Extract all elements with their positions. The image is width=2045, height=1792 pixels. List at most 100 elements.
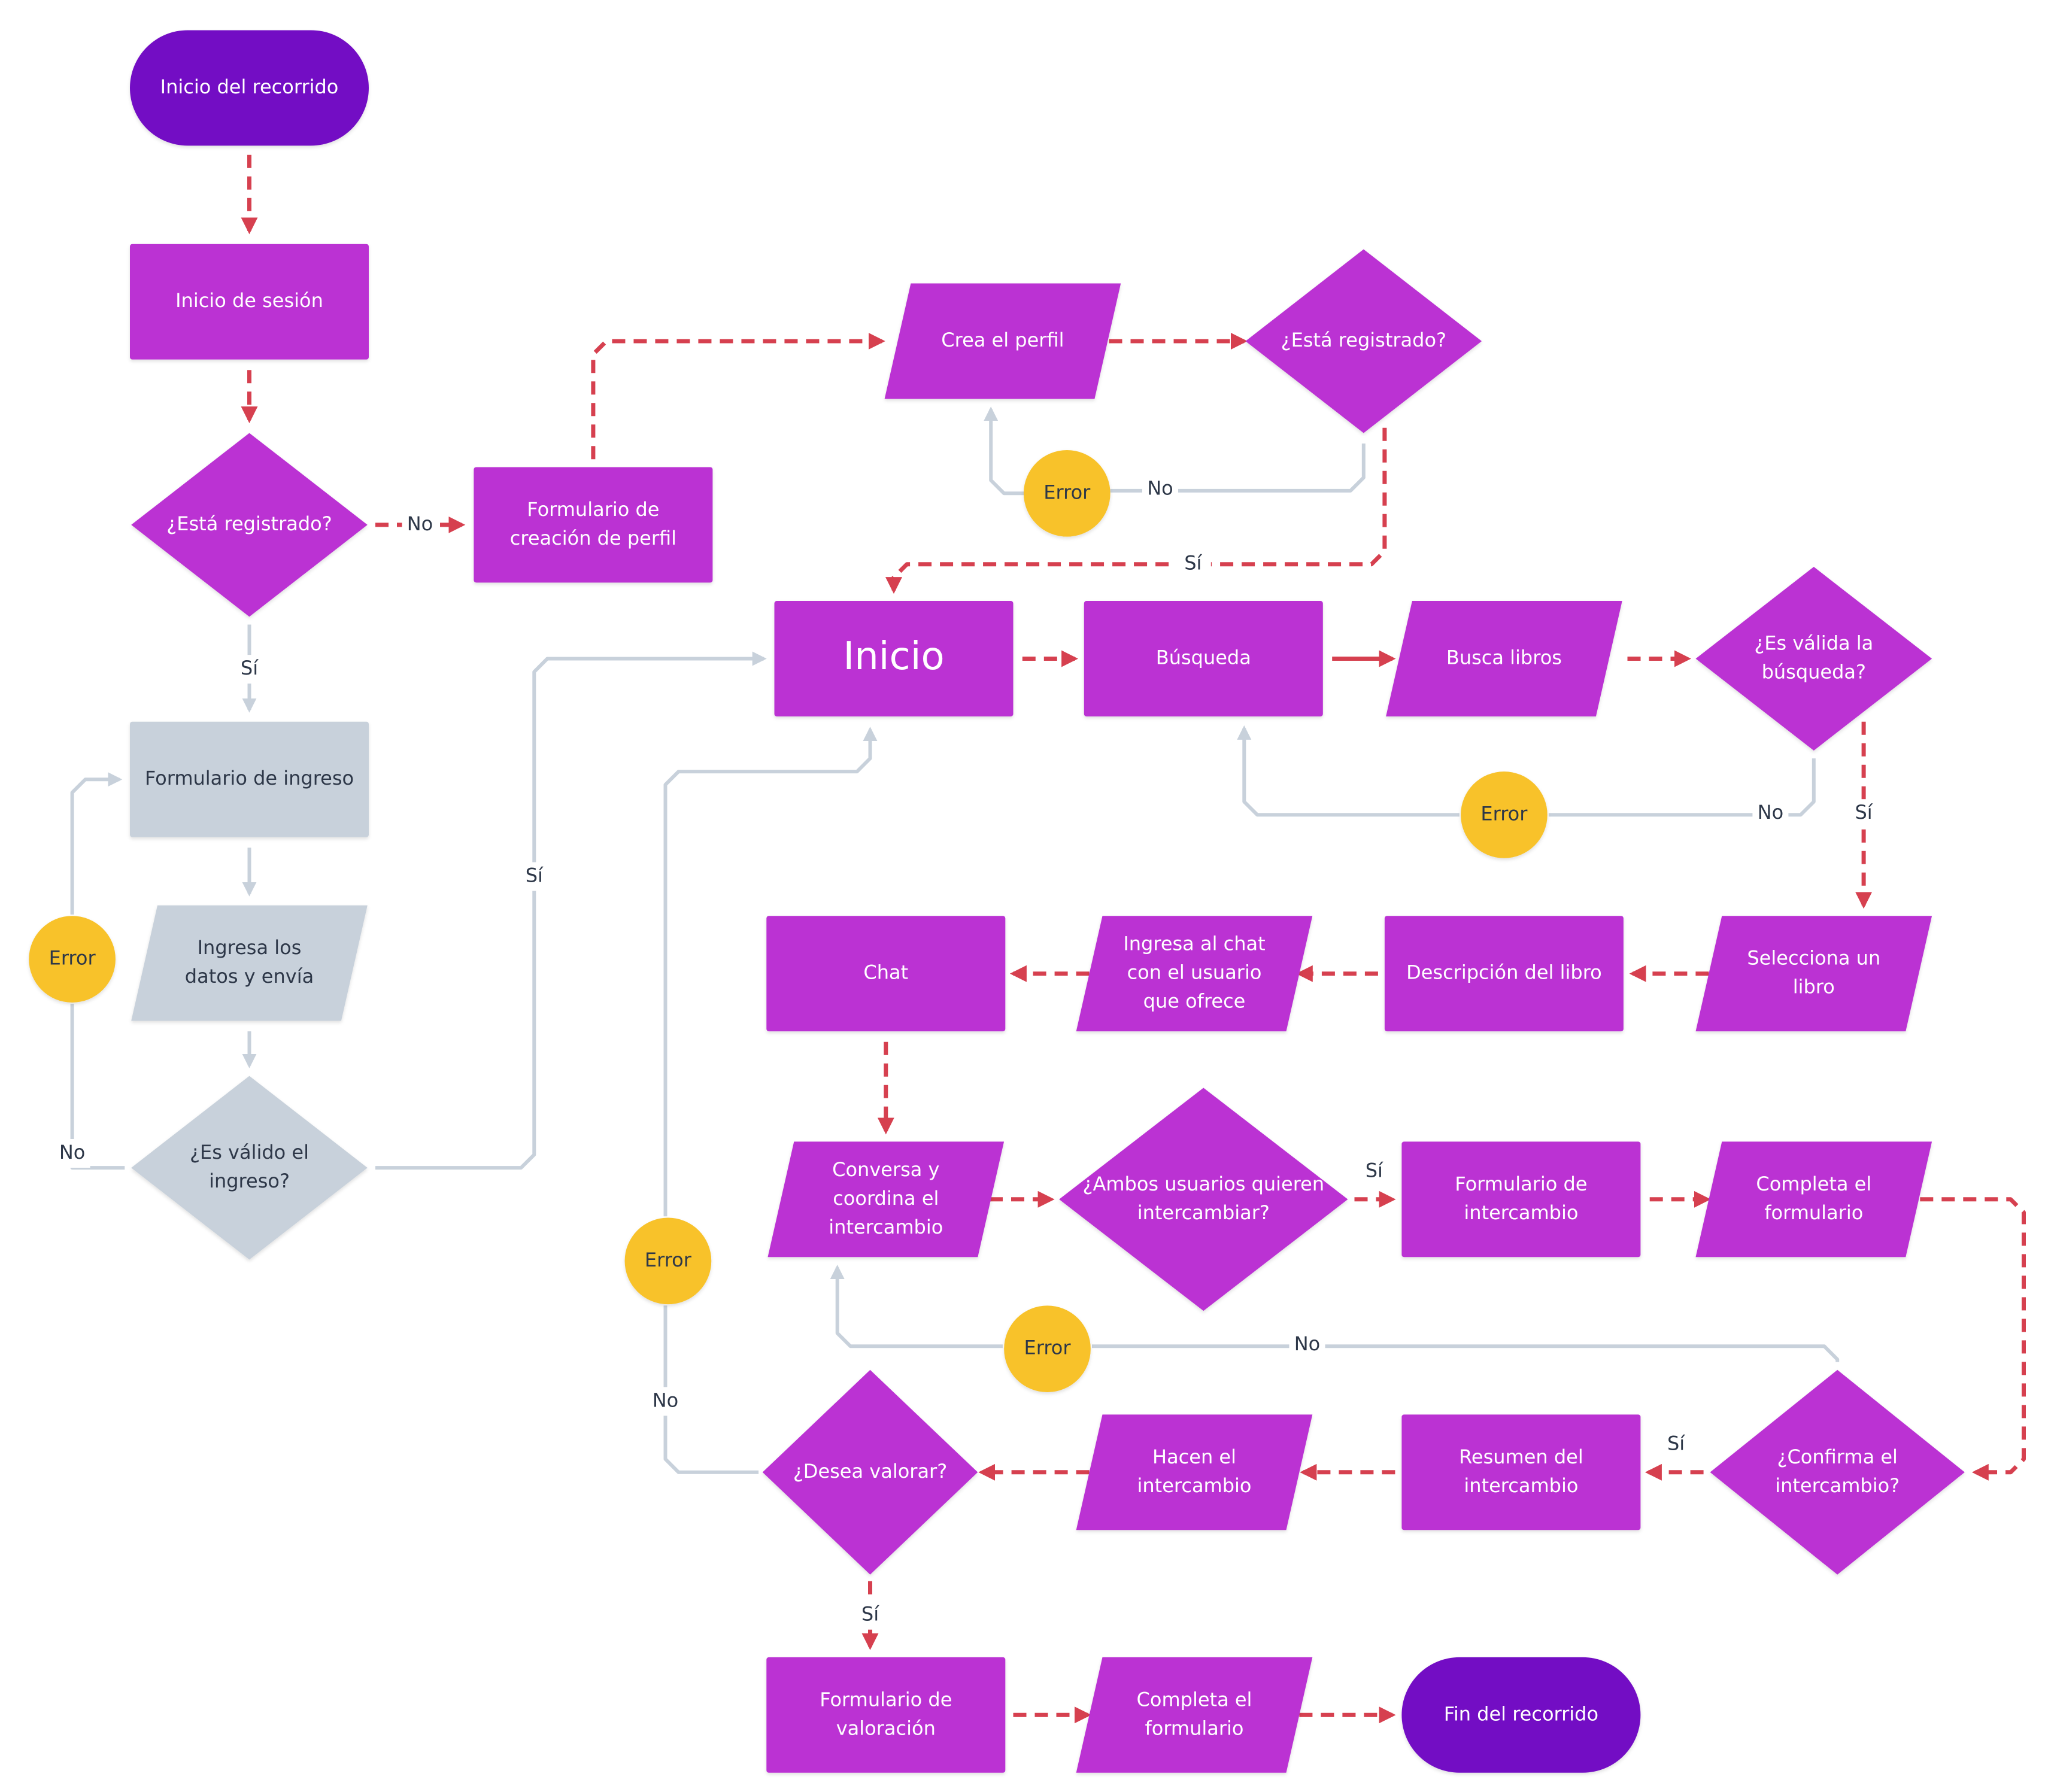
connector-valid_login-to-home (375, 651, 767, 1170)
node-error-profile: Error (1023, 449, 1111, 537)
connector-label-background (231, 655, 268, 684)
connector-rate-to-home (663, 1305, 759, 1474)
node-label-line: intercambio? (1775, 1474, 1900, 1497)
node-login-form: Formulario de ingreso (130, 721, 369, 837)
connector-label-background (402, 510, 438, 539)
connector-valid_search-to-search (1548, 758, 1816, 817)
node-profile-form: Formulario de creación de perfil (474, 467, 713, 583)
connector-label-yes: Sí (1855, 801, 1873, 824)
node-label-line: coordina el (833, 1187, 939, 1210)
error-circle (1023, 449, 1111, 537)
connector-complete_form1-to-confirm (1920, 1197, 2026, 1481)
process-box (1384, 916, 1624, 1032)
connector-confirm-to-converse (1092, 1344, 1840, 1362)
node-label-line: Completa el (1137, 1688, 1252, 1711)
node-complete-form1: Completa el formulario (1695, 1141, 1932, 1258)
connector-label-background (1752, 799, 1789, 828)
connector-label-background (647, 1387, 684, 1416)
node-rate: ¿Desea valorar? (762, 1369, 978, 1575)
node-label-line: Error (1480, 802, 1528, 825)
node-label-line: Error (1024, 1337, 1072, 1359)
decision-diamond (131, 1076, 368, 1260)
connector-label-background (1356, 1157, 1392, 1186)
node-complete-form2: Completa el formulario (1076, 1657, 1313, 1773)
process-box (1401, 1141, 1641, 1258)
node-book-desc: Descripción del libro (1384, 916, 1624, 1032)
connector-label-yes: Sí (1184, 552, 1202, 575)
io-parallelogram (1386, 601, 1622, 716)
connector-registered2-to-home (885, 427, 1387, 594)
node-error-login: Error (29, 916, 116, 1003)
node-label-line: formulario (1145, 1717, 1243, 1739)
node-label-line: Completa el (1756, 1173, 1871, 1195)
connector-valid_login-to-login_form (70, 772, 123, 915)
decision-diamond (1059, 1088, 1348, 1311)
node-label-line: intercambio (1464, 1201, 1578, 1224)
node-login: Inicio de sesión (130, 244, 369, 360)
node-label-line: creación de perfil (510, 527, 676, 549)
connector-label-no: No (407, 512, 433, 535)
connector-label-background (1846, 799, 1882, 828)
process-box (766, 916, 1006, 1032)
terminal (130, 30, 369, 146)
node-label-line: Formulario de ingreso (145, 767, 354, 789)
node-label-line: Resumen del (1459, 1445, 1583, 1468)
node-create-profile: Crea el perfil (884, 283, 1121, 399)
node-label-line: Hacen el (1152, 1445, 1236, 1468)
connector-label-no: No (1294, 1332, 1321, 1355)
node-error-search: Error (1461, 772, 1548, 858)
node-valid-login: ¿Es válido el ingreso? (131, 1076, 368, 1260)
node-label-line: Conversa y (832, 1158, 939, 1181)
node-label-line: Fin del recorrido (1444, 1702, 1598, 1725)
error-circle (29, 916, 116, 1003)
connector-label-background (1658, 1430, 1694, 1459)
node-label-line: Inicio de sesión (175, 289, 323, 312)
io-parallelogram (767, 1141, 1005, 1258)
error-circle (624, 1217, 712, 1305)
node-summary: Resumen del intercambio (1401, 1414, 1641, 1530)
node-label-line: ¿Desea valorar? (793, 1460, 947, 1483)
connector-label-yes: Sí (1366, 1159, 1383, 1182)
node-label-line: Ingresa al chat (1123, 933, 1265, 955)
connector-label-background (1175, 549, 1211, 579)
node-label-line: intercambio (1464, 1474, 1578, 1497)
node-label-line: Inicio (843, 634, 944, 679)
decision-diamond (1695, 567, 1932, 751)
node-registered2: ¿Está registrado? (1245, 249, 1482, 433)
node-error-rate: Error (624, 1217, 712, 1305)
node-label-line: ingreso? (209, 1170, 290, 1192)
io-parallelogram (884, 283, 1121, 399)
connector-registered2-to-create_profile (984, 406, 1024, 496)
error-circle (1461, 772, 1548, 858)
process-box (1084, 601, 1323, 716)
node-label-line: Formulario de (527, 498, 659, 521)
terminal (1401, 1657, 1641, 1773)
node-error-exchange: Error (1004, 1305, 1091, 1393)
node-label-line: ¿Confirma el (1777, 1445, 1897, 1468)
node-label-line: Chat (863, 961, 908, 984)
node-label-line: ¿Es válido el (190, 1141, 309, 1164)
node-label-line: ¿Ambos usuarios quieren (1082, 1173, 1324, 1195)
connector-label-background (1142, 475, 1178, 504)
node-label-line: formulario (1764, 1201, 1863, 1224)
connector-valid_login-to-login_form (70, 1004, 125, 1170)
node-label-line: Error (49, 947, 96, 970)
connector-label-no: No (1147, 477, 1173, 500)
connector-rate-to-home (663, 727, 878, 1217)
process-box (474, 467, 713, 583)
connector-label-background (1289, 1331, 1325, 1360)
node-search: Búsqueda (1084, 601, 1323, 716)
connector-label-no: No (59, 1141, 86, 1164)
io-parallelogram (1076, 1414, 1313, 1530)
node-registered1: ¿Está registrado? (131, 433, 368, 617)
connector-label-background (852, 1600, 888, 1630)
node-label-line: Error (645, 1249, 692, 1271)
